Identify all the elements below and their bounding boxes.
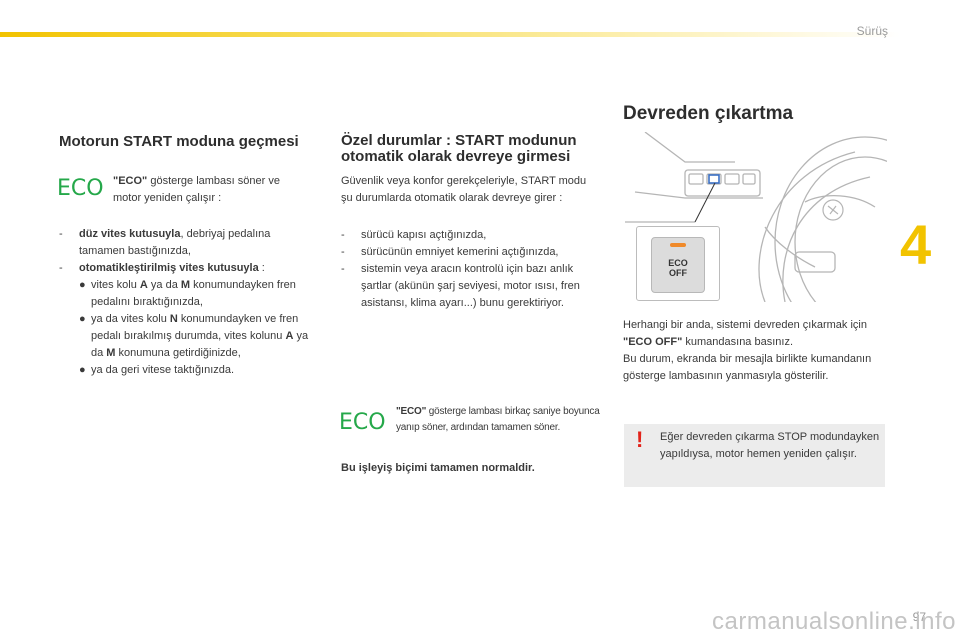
warning-icon: ! bbox=[636, 427, 644, 452]
list-item: -sistemin veya aracın kontrolü için bazı… bbox=[341, 263, 580, 309]
normal-operation-note: Bu işleyiş biçimi tamamen normaldir. bbox=[341, 462, 535, 474]
section-title: Sürüş bbox=[856, 24, 888, 38]
sub-list-item: ● ya da geri vitese taktığınızda. bbox=[79, 364, 235, 376]
eco-indicator-icon: ECO bbox=[57, 176, 104, 201]
header-accent-bar bbox=[0, 32, 900, 37]
page-number: 97 bbox=[912, 610, 926, 624]
warning-box: ! Eğer devreden çıkarma STOP modundayken… bbox=[624, 424, 885, 487]
manual-gearbox-label: düz vites kutusuyla bbox=[79, 228, 181, 240]
middle-heading: Özel durumlar : START modunun otomatik o… bbox=[341, 132, 577, 165]
eco-note-middle: "ECO" gösterge lambası birkaç saniye boy… bbox=[396, 406, 600, 433]
indicator-led-icon bbox=[670, 243, 686, 247]
watermark: carmanualsonline.info bbox=[712, 608, 956, 635]
sub-list-item: ● ya da vites kolu N konumundayken ve fr… bbox=[79, 313, 309, 359]
manual-gearbox-text: , debriyaj pedalına tamamen bastığınızda… bbox=[79, 228, 271, 257]
left-heading: Motorun START moduna geçmesi bbox=[59, 133, 299, 150]
auto-start-list: -sürücü kapısı açtığınızda, -sürücünün e… bbox=[341, 227, 596, 312]
eco-indicator-icon: ECO bbox=[339, 410, 386, 435]
automated-gearbox-text: : bbox=[258, 262, 265, 274]
list-item: - düz vites kutusuyla, debriyaj pedalına… bbox=[59, 228, 271, 257]
list-item: -sürücü kapısı açtığınızda, bbox=[341, 229, 487, 241]
right-heading: Devreden çıkartma bbox=[623, 103, 794, 124]
eco-note-left: "ECO" gösterge lambası söner ve motor ye… bbox=[113, 173, 308, 207]
list-item: -sürücünün emniyet kemerini açtığınızda, bbox=[341, 246, 559, 258]
eco-note-text: gösterge lambası söner ve motor yeniden … bbox=[113, 175, 280, 204]
start-conditions-list: - düz vites kutusuyla, debriyaj pedalına… bbox=[59, 226, 309, 379]
chapter-number: 4 bbox=[900, 213, 932, 276]
automated-gearbox-label: otomatikleştirilmiş vites kutusuyla bbox=[79, 262, 259, 274]
eco-off-button[interactable]: ECO OFF bbox=[651, 237, 705, 293]
deactivation-text: Herhangi bir anda, sistemi devreden çıka… bbox=[623, 319, 872, 382]
warning-text: Eğer devreden çıkarma STOP modundayken y… bbox=[660, 431, 880, 460]
middle-intro: Güvenlik veya konfor gerekçeleriyle, STA… bbox=[341, 175, 587, 204]
eco-off-label: ECO OFF bbox=[668, 258, 688, 278]
eco-label: "ECO" bbox=[113, 175, 148, 187]
sub-list-item: ● vites kolu A ya da M konumundayken fre… bbox=[79, 279, 296, 308]
eco-off-button-closeup: ECO OFF bbox=[636, 226, 720, 301]
dashboard-illustration bbox=[625, 132, 887, 302]
list-item: - otomatikleştirilmiş vites kutusuyla : bbox=[59, 262, 265, 274]
